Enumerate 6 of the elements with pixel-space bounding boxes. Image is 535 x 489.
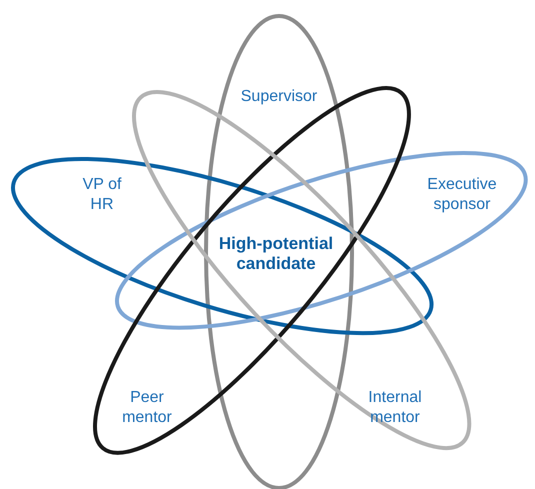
role-label: Supervisor (240, 87, 318, 107)
role-label: Internal mentor (367, 388, 423, 428)
role-label: Peer mentor (121, 388, 173, 428)
center-label: High-potential candidate (218, 234, 334, 274)
role-label: Executive sponsor (426, 174, 498, 215)
role-label: VP of HR (82, 174, 122, 215)
